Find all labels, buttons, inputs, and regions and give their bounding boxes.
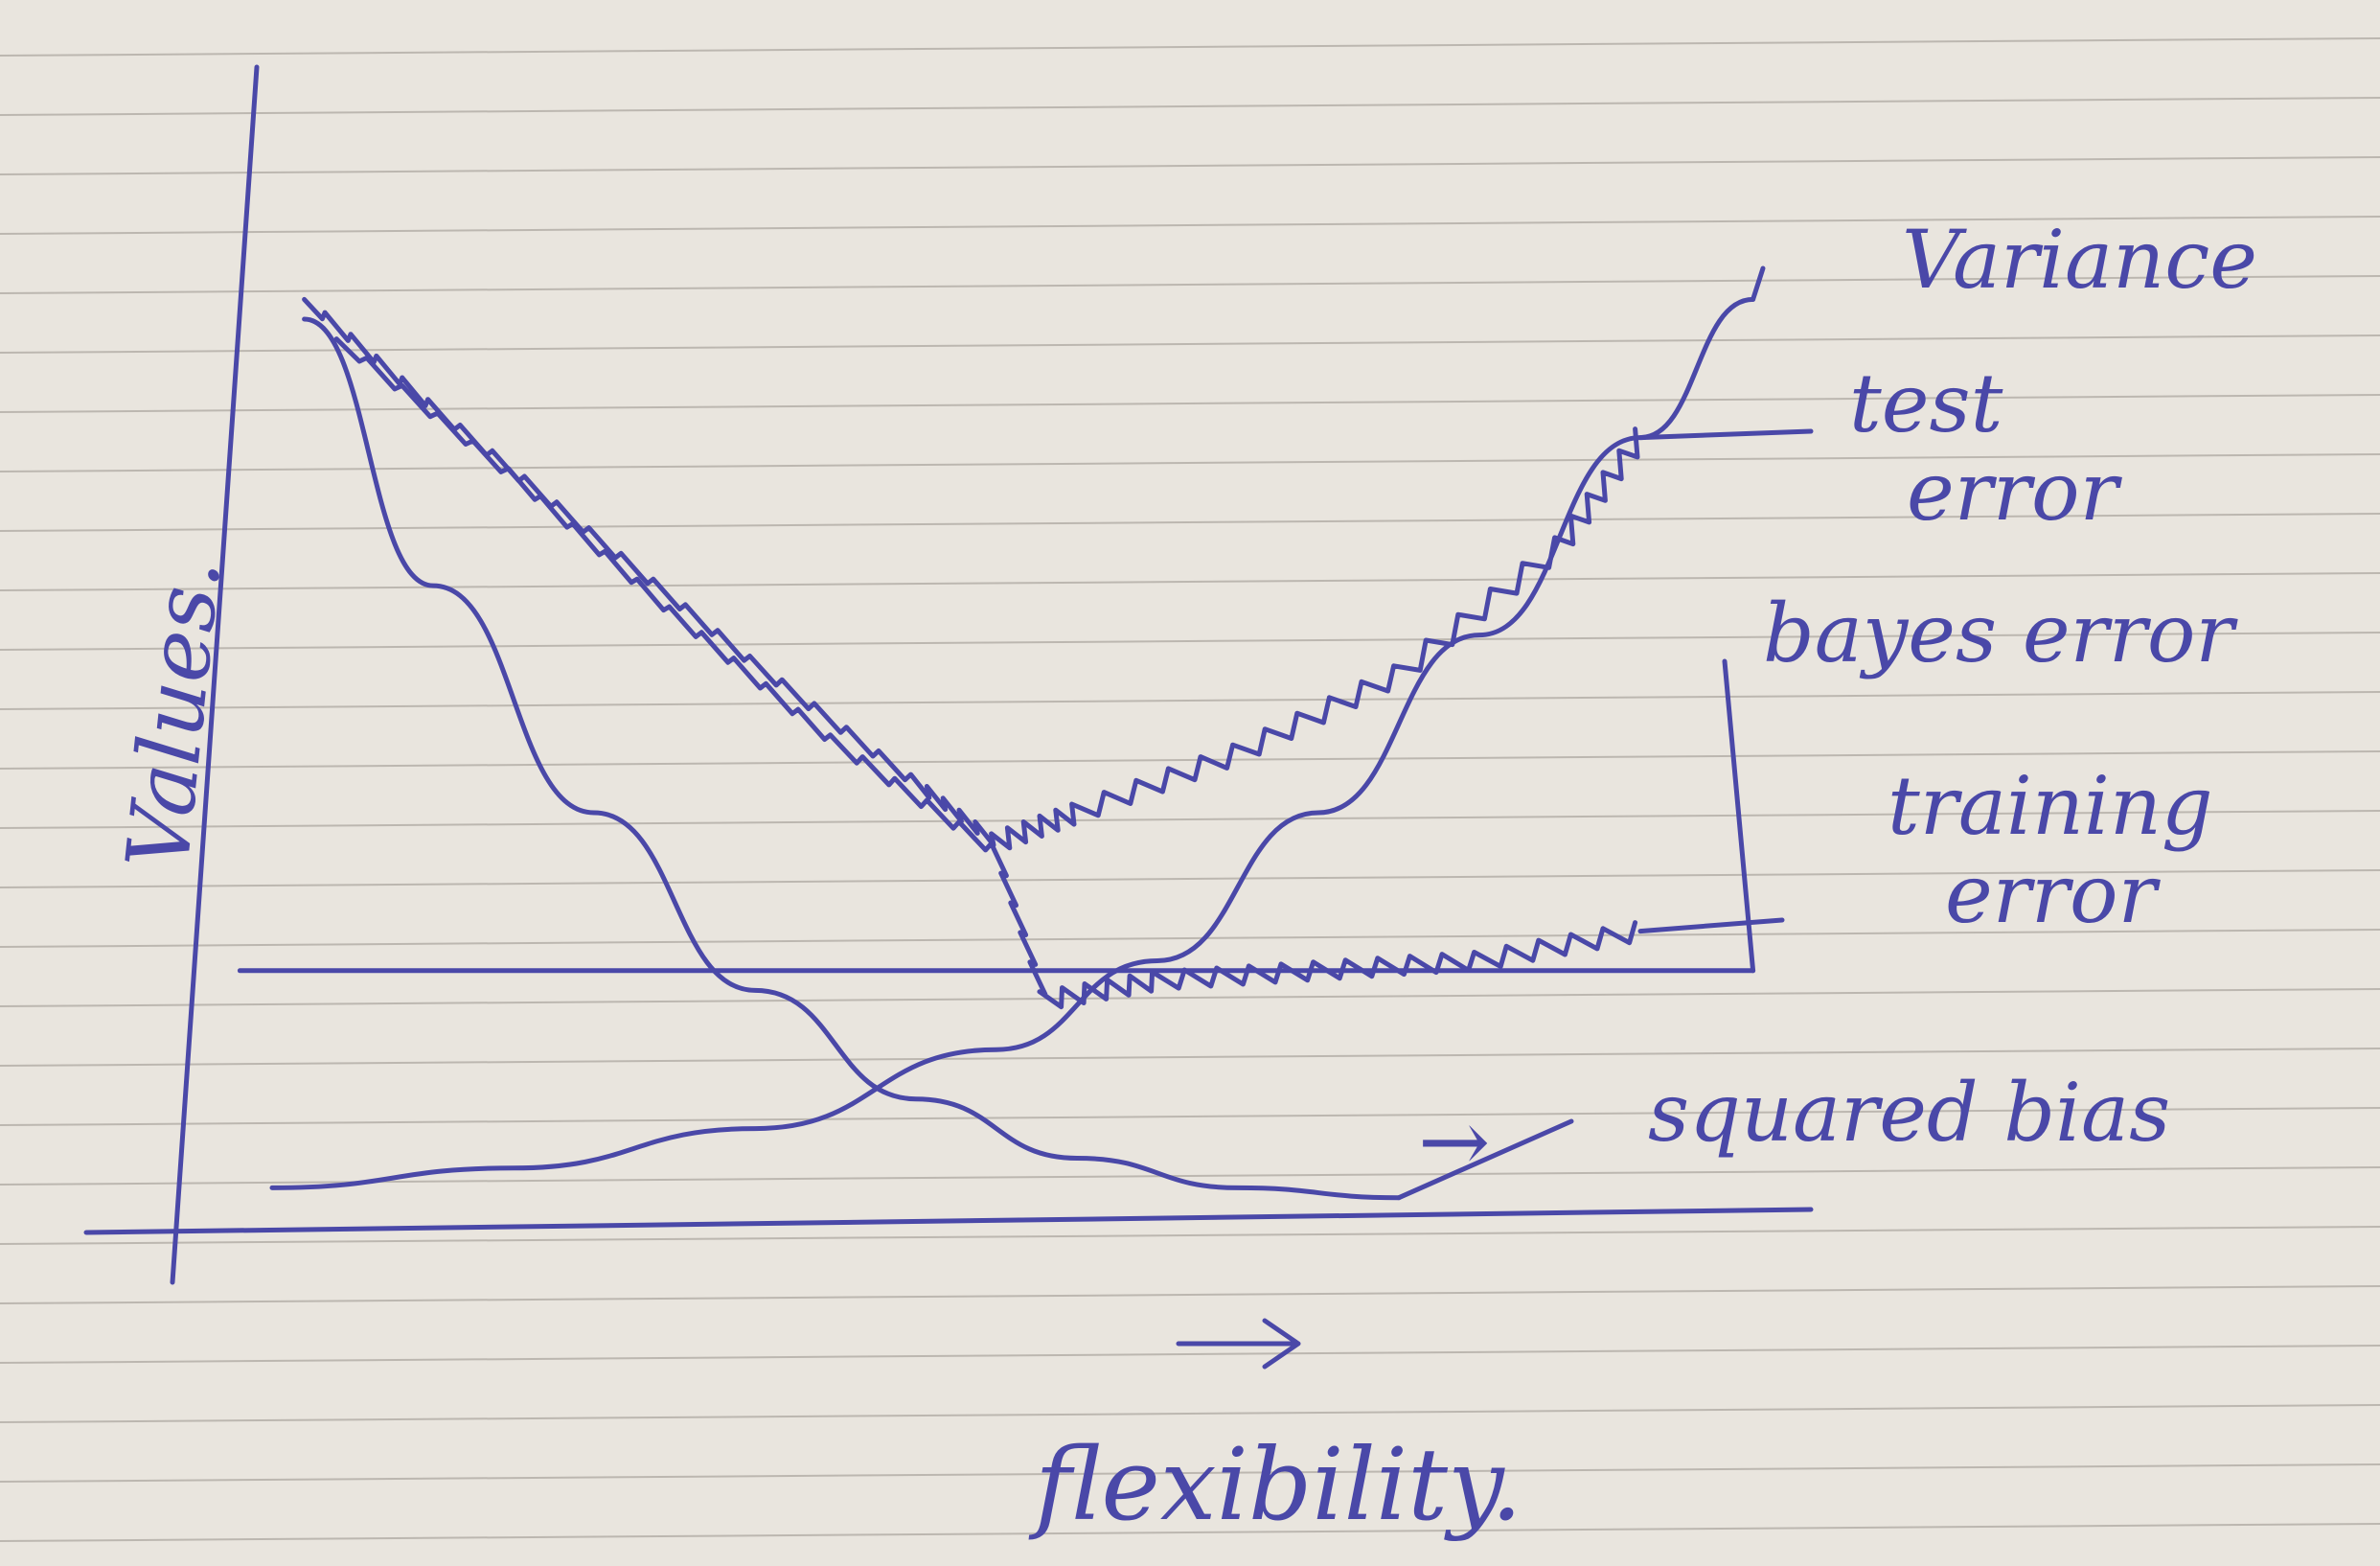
ruled-line [0,334,2380,354]
legend-pointers [1396,265,1814,1201]
ruled-line [0,632,2380,651]
ruled-line [0,513,2380,532]
ruled-line [0,1463,2380,1483]
ruled-line [0,750,2380,770]
ruled-line [0,97,2380,116]
series-layer [237,296,1756,1201]
ruled-line [0,216,2380,235]
series-line-training-error [333,336,1638,1010]
ruled-line [0,275,2380,294]
ruled-line [0,1404,2380,1423]
legend-pointer-test-error [1637,428,1814,441]
notebook-ruled-lines [0,37,2380,1542]
legend-label-squared-bias: squared bias [1648,1066,2170,1160]
ruled-line [0,453,2380,472]
ruled-line [0,1523,2380,1542]
ruled-line [0,1226,2380,1245]
ruled-line [0,1285,2380,1304]
x-axis [83,1207,1814,1235]
ruled-line [0,394,2380,413]
legend-label-bayes-error: bayes error [1763,587,2238,680]
ruled-line [0,869,2380,888]
series-line-squared-bias [302,316,1402,1201]
ruled-line [0,810,2380,829]
y-axis [170,64,260,1285]
ruled-line [0,988,2380,1007]
ruled-line [0,1166,2380,1186]
ruled-line [0,1048,2380,1067]
ruled-line [0,1107,2380,1126]
ruled-line [0,572,2380,591]
legend-label-Variance: Variance [1902,213,2257,307]
legend-pointer-Variance [1751,265,1766,302]
ruled-line [0,929,2380,948]
ruled-line [0,1345,2380,1364]
legend-pointer-squared-bias [1396,1118,1574,1201]
x-axis-label: flexibility. [1028,1426,1522,1543]
ruled-line [0,37,2380,57]
series-line-Variance [269,296,1756,1190]
annotation-arrow: → [1418,1092,1490,1192]
legend-pointer-bayes-error [1722,658,1756,974]
ruled-line [0,156,2380,175]
ruled-line [0,691,2380,710]
legend-pointer-training-error [1637,917,1785,934]
x-axis-arrow [1176,1318,1301,1370]
